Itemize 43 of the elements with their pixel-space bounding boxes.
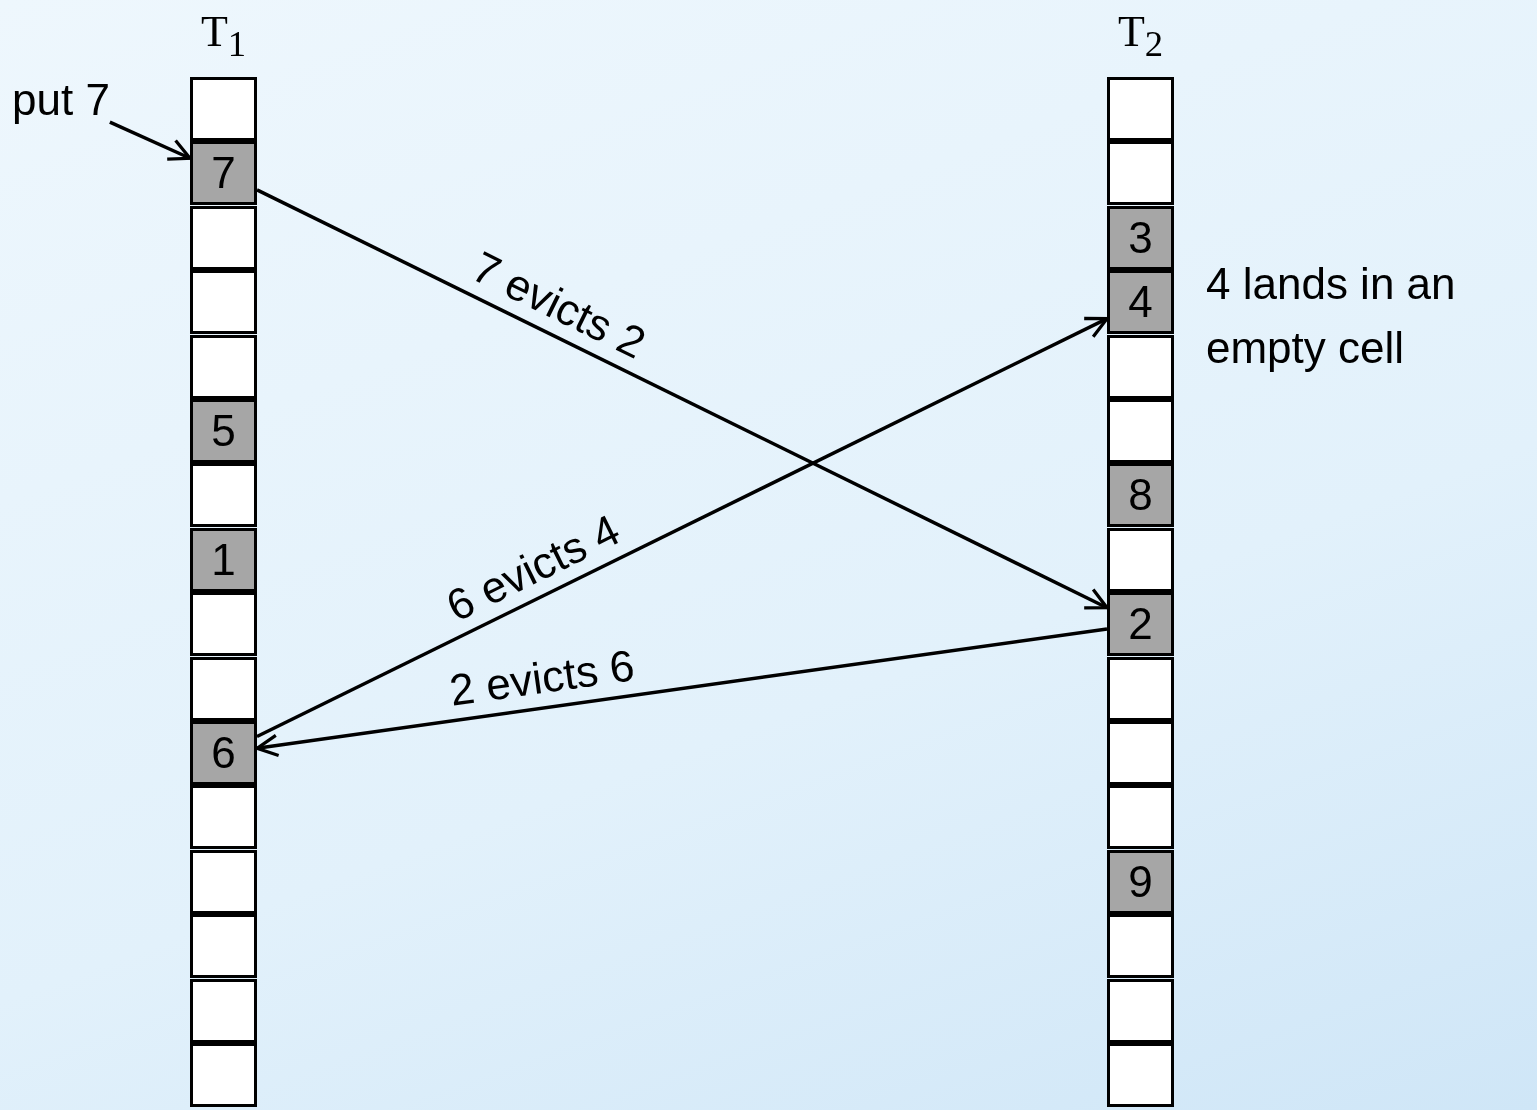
table-cell: 7	[190, 141, 257, 206]
empty-cell	[1107, 721, 1174, 785]
empty-cell	[1107, 334, 1174, 399]
empty-cell	[1107, 978, 1174, 1043]
table-cell: 2	[1107, 592, 1174, 657]
empty-cell	[190, 592, 257, 657]
empty-cell	[190, 205, 257, 270]
empty-cell	[190, 1043, 257, 1107]
empty-cell	[190, 77, 257, 141]
table-cell: 1	[190, 527, 257, 592]
table-cell: 3	[1107, 205, 1174, 270]
empty-cell	[1107, 77, 1174, 141]
empty-cell	[190, 978, 257, 1043]
arrow	[109, 120, 192, 161]
empty-cell	[1107, 527, 1174, 592]
edge-label: 6 evicts 4	[438, 504, 628, 631]
table-cell: 6	[190, 721, 257, 785]
empty-cell	[1107, 914, 1174, 979]
empty-cell	[1107, 1043, 1174, 1107]
empty-cell	[190, 785, 257, 850]
table-cell: 4	[1107, 270, 1174, 335]
empty-cell	[1107, 785, 1174, 850]
arrow	[255, 627, 1108, 758]
table-cell: 9	[1107, 849, 1174, 914]
empty-cell	[190, 656, 257, 721]
empty-cell	[190, 334, 257, 399]
table-cell: 8	[1107, 463, 1174, 528]
edge-label: 7 evicts 2	[464, 241, 654, 369]
empty-cell	[1107, 141, 1174, 206]
edge-label: 2 evicts 6	[446, 640, 638, 716]
arrow	[256, 188, 1109, 610]
empty-cell	[190, 914, 257, 979]
table-cell: 5	[190, 399, 257, 463]
table-label: T$_{2}$	[1116, 6, 1165, 66]
text-label: put 7	[12, 74, 110, 126]
note-text: 4 lands in an empty cell	[1206, 258, 1457, 375]
empty-cell	[190, 463, 257, 528]
arrow	[256, 316, 1109, 739]
table-label: T$_{1}$	[199, 6, 248, 66]
empty-cell	[1107, 656, 1174, 721]
empty-cell	[190, 849, 257, 914]
empty-cell	[190, 270, 257, 335]
empty-cell	[1107, 399, 1174, 463]
